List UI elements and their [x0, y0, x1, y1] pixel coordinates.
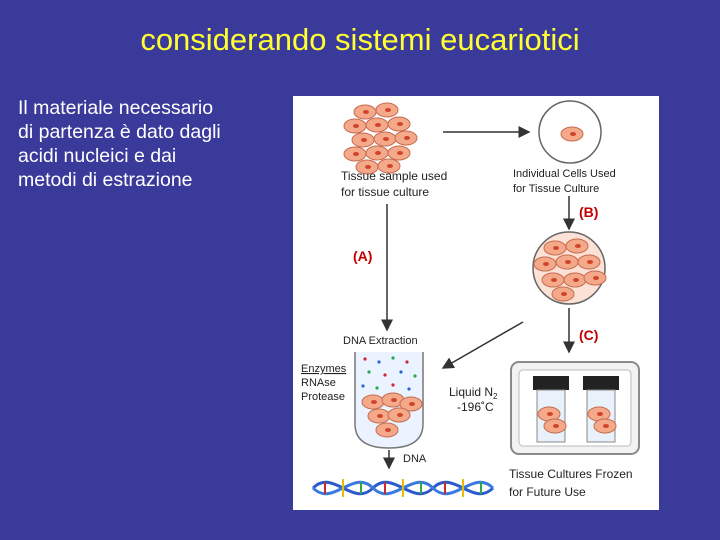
- body-text-line: acidi nucleici e dai: [18, 145, 177, 167]
- frozen-cultures-label: Tissue Cultures Frozen: [509, 467, 633, 481]
- body-text-line: metodi di estrazione: [18, 169, 193, 191]
- tissue-sample-label: Tissue sample used: [341, 169, 447, 183]
- step-b-label: (B): [579, 204, 598, 220]
- reagent-rnase-label: RNAse: [301, 377, 336, 389]
- frozen-jar-icon: [583, 376, 619, 443]
- dna-helix-icon: [311, 479, 495, 497]
- dna-label: DNA: [403, 453, 427, 465]
- tissue-sample-label: for tissue culture: [341, 185, 429, 199]
- test-tube-icon: [354, 352, 424, 449]
- individual-cells-label: Individual Cells Used: [513, 168, 616, 180]
- cell-culture-dish-icon: [532, 231, 607, 305]
- step-a-label: (A): [353, 248, 372, 264]
- body-text-line: di partenza è dato dagli: [18, 121, 221, 143]
- reagent-enzymes-label: Enzymes: [301, 363, 347, 375]
- temperature-label: -196˚C: [457, 400, 494, 414]
- frozen-cultures-label: for Future Use: [509, 485, 586, 499]
- reagent-protease-label: Protease: [301, 391, 345, 403]
- individual-cells-label: for Tissue Culture: [513, 183, 599, 195]
- tissue-culture-diagram: Tissue sample used for tissue culture In…: [293, 96, 659, 510]
- body-text: Il materiale necessario di partenza è da…: [18, 96, 283, 192]
- petri-dish-icon: [538, 100, 602, 164]
- freezer-icon: [510, 361, 640, 455]
- arrow-diagonal: [441, 321, 524, 369]
- step-c-label: (C): [579, 327, 598, 343]
- body-text-line: Il materiale necessario: [18, 97, 214, 119]
- frozen-jar-icon: [533, 376, 569, 443]
- dna-extraction-label: DNA Extraction: [343, 335, 418, 347]
- liquid-n2-label: Liquid N2: [449, 385, 498, 401]
- tissue-sample-image: [343, 102, 418, 175]
- slide-title: considerando sistemi eucariotici: [140, 22, 580, 57]
